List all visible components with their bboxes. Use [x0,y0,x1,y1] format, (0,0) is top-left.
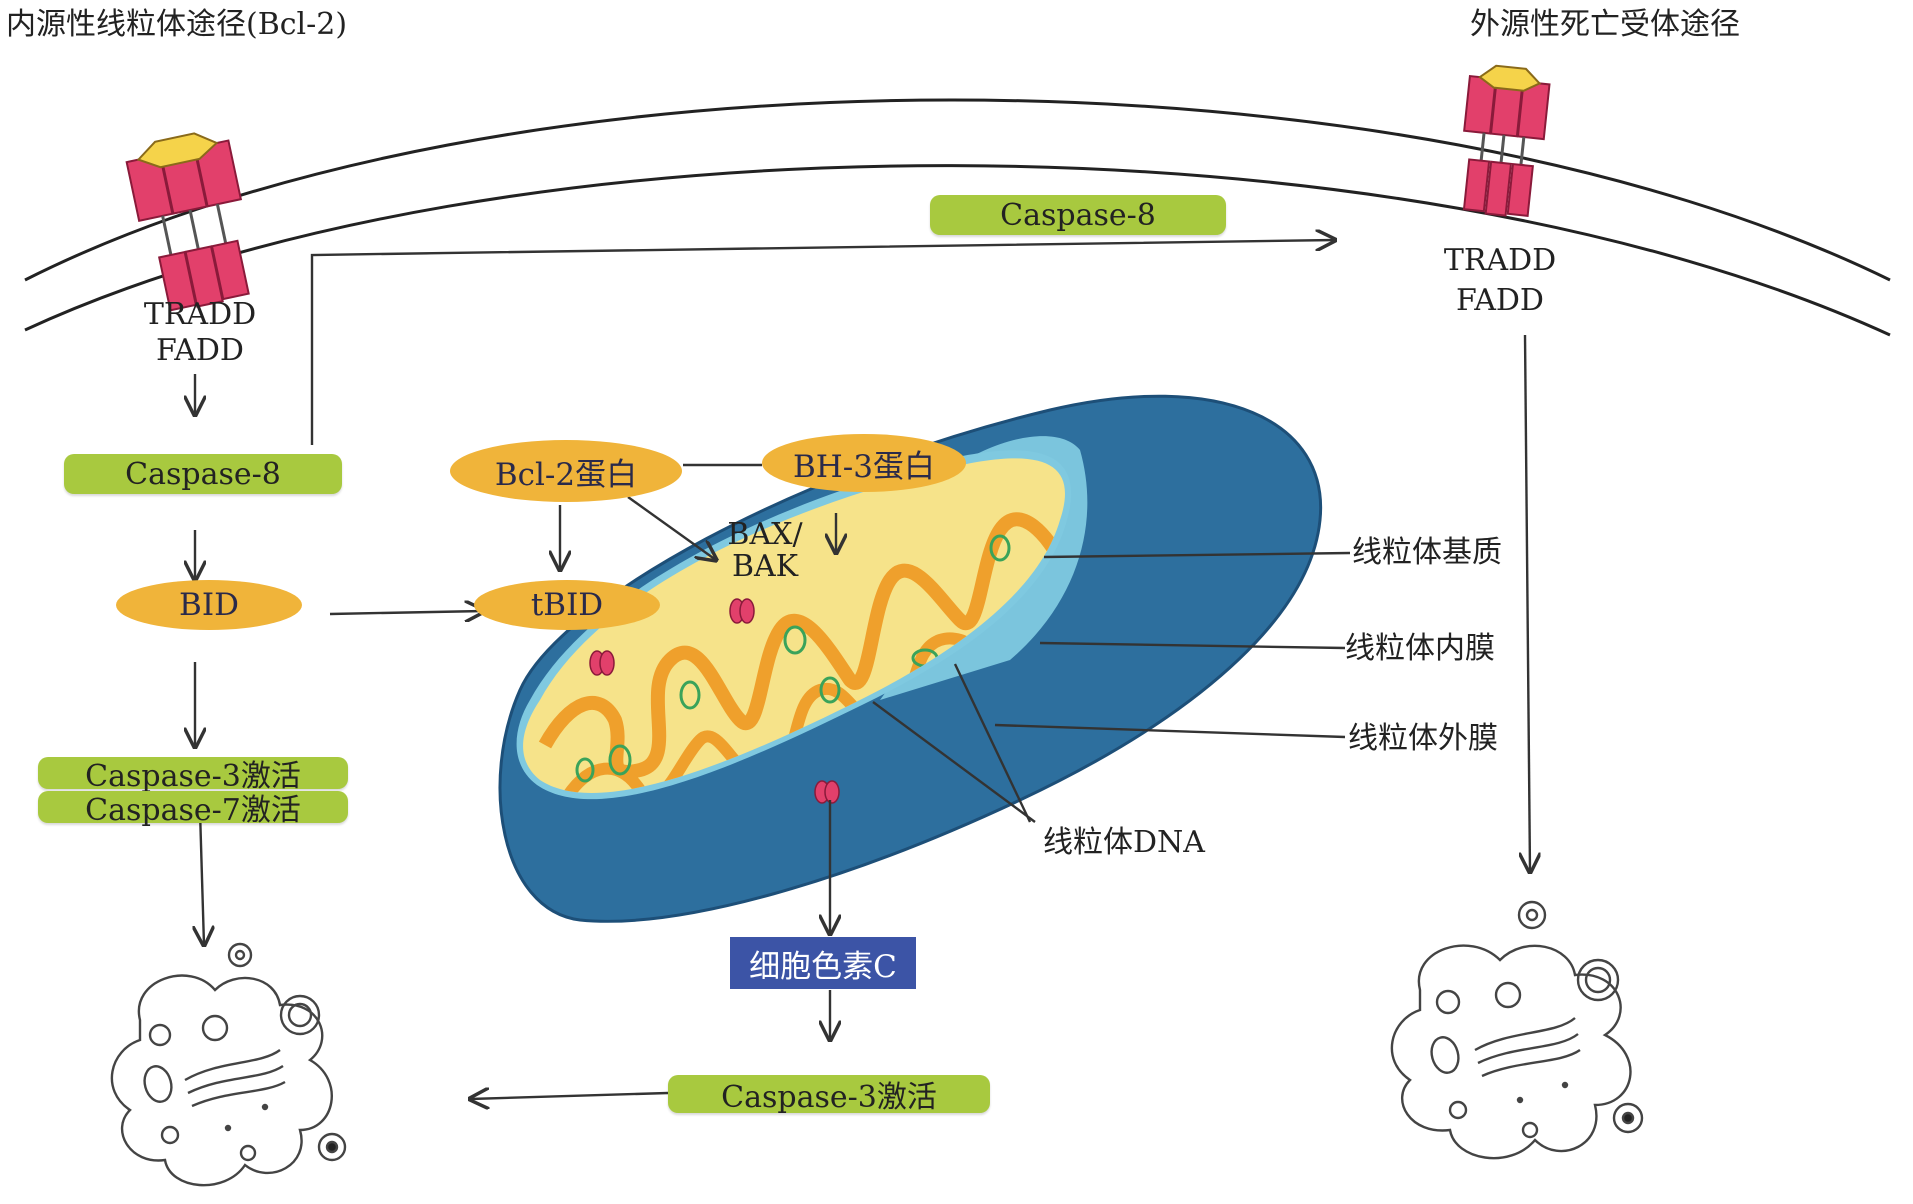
intrinsic-pathway-title: 内源性线粒体途径(Bcl-2) [6,7,348,42]
caspase8-left-pill: Caspase-8 [64,454,342,494]
left-fadd-label: FADD [156,333,244,368]
apoptotic-cell-right-icon [1390,900,1644,1160]
mito-inner-membrane-label: 线粒体内膜 [1345,631,1495,666]
mito-matrix-label: 线粒体基质 [1352,535,1502,570]
cell-membrane-inner [24,164,1891,337]
tbid-oval: tBID [474,580,660,630]
mito-dna-label: 线粒体DNA [1043,825,1205,860]
bid-oval: BID [116,580,302,630]
caspase8-top-pill: Caspase-8 [930,195,1226,235]
right-tradd-label: TRADD [1443,243,1557,278]
left-receptor-icon [125,132,250,312]
caspase3-activation-pill: Caspase-3激活 [38,757,348,794]
cell-membrane-outer [24,98,1891,282]
caspase3-bottom-pill: Caspase-3激活 [668,1075,990,1115]
right-fadd-label: FADD [1456,283,1544,318]
bax-channels [589,598,840,804]
caspase7-activation-pill: Caspase-7激活 [38,791,348,828]
mito-outer-membrane-label: 线粒体外膜 [1348,721,1498,756]
bak-label: BAK [731,549,799,584]
extrinsic-pathway-title: 外源性死亡受体途径 [1470,7,1740,42]
bcl2-oval: Bcl-2蛋白 [450,440,682,502]
apoptotic-cell-left-icon [110,942,347,1187]
bax-label: BAX/ [727,517,803,552]
left-tradd-label: TRADD [143,297,257,332]
right-receptor-icon [1462,64,1551,217]
cytochrome-c-box: 细胞色素C [730,937,916,989]
bh3-oval: BH-3蛋白 [762,434,966,492]
